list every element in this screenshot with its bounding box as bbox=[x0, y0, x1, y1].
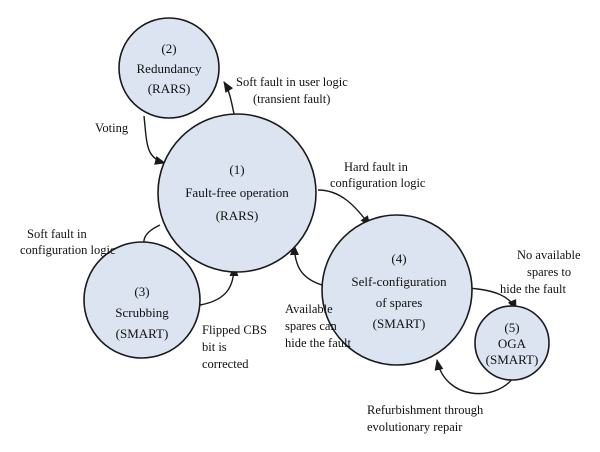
label-refurbishment-1: Refurbishment through bbox=[367, 403, 484, 417]
node-oga-num: (5) bbox=[504, 320, 519, 335]
node-redundancy bbox=[118, 17, 220, 119]
label-hard-fault-config-2: configuration logic bbox=[330, 176, 426, 190]
node-fault-free bbox=[157, 113, 317, 273]
node-redundancy-method: (RARS) bbox=[148, 81, 191, 96]
label-flipped-cbs-3: corrected bbox=[202, 357, 249, 371]
edge-self-config-to-fault-free bbox=[290, 243, 323, 286]
node-scrubbing bbox=[83, 241, 201, 359]
label-flipped-cbs-2: bit is bbox=[202, 340, 227, 354]
node-oga bbox=[474, 305, 550, 381]
node-fault-free-num: (1) bbox=[229, 162, 244, 177]
node-self-config-method: (SMART) bbox=[373, 316, 426, 331]
node-self-config-num: (4) bbox=[391, 251, 406, 266]
label-soft-fault-config-2: configuration logic bbox=[20, 243, 116, 257]
label-available-spares-1: Available bbox=[285, 302, 333, 316]
label-refurbishment-2: evolutionary repair bbox=[367, 420, 463, 434]
node-redundancy-title: Redundancy bbox=[137, 61, 202, 76]
label-no-available-spares-3: hide the fault bbox=[500, 282, 566, 296]
label-no-available-spares-1: No available bbox=[517, 248, 581, 262]
edge-redundancy-to-fault-free bbox=[143, 115, 167, 165]
node-oga-title: OGA bbox=[498, 336, 527, 351]
label-soft-fault-config-1: Soft fault in bbox=[27, 227, 87, 241]
edge-oga-to-self-config bbox=[434, 358, 514, 395]
label-available-spares-2: spares can bbox=[285, 319, 337, 333]
label-available-spares-3: hide the fault bbox=[285, 336, 351, 350]
node-self-config-title: Self-configuration bbox=[351, 274, 447, 289]
label-voting: Voting bbox=[95, 121, 129, 135]
node-scrubbing-title: Scrubbing bbox=[115, 305, 169, 320]
label-soft-fault-user-1: Soft fault in user logic bbox=[236, 75, 348, 89]
edge-fault-free-to-self-config bbox=[317, 189, 371, 227]
label-no-available-spares-2: spares to bbox=[527, 265, 571, 279]
node-scrubbing-num: (3) bbox=[134, 284, 149, 299]
node-fault-free-method: (RARS) bbox=[216, 208, 259, 223]
label-soft-fault-user-2: (transient fault) bbox=[253, 92, 330, 106]
node-fault-free-title: Fault-free operation bbox=[185, 185, 289, 200]
node-self-config bbox=[321, 214, 473, 366]
node-self-config-subtitle: of spares bbox=[376, 295, 423, 310]
node-redundancy-num: (2) bbox=[161, 41, 176, 56]
label-hard-fault-config-1: Hard fault in bbox=[344, 160, 409, 174]
node-scrubbing-method: (SMART) bbox=[116, 326, 169, 341]
label-flipped-cbs-1: Flipped CBS bbox=[202, 323, 267, 337]
node-oga-method: (SMART) bbox=[486, 352, 539, 367]
